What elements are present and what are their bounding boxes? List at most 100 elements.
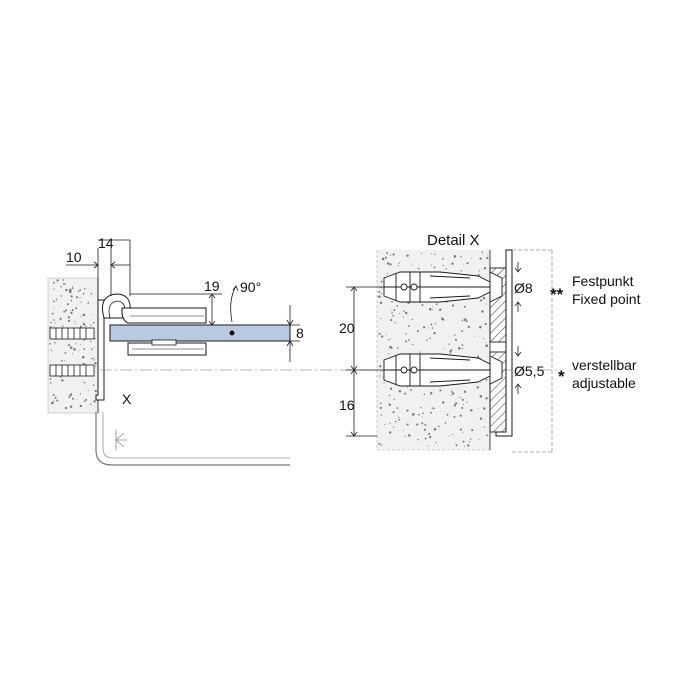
concrete-grain — [380, 287, 382, 289]
concrete-grain — [464, 445, 466, 447]
concrete-grain — [378, 333, 380, 335]
concrete-grain — [82, 321, 84, 323]
angle-label: 90° — [240, 279, 261, 295]
concrete-grain — [467, 444, 470, 447]
concrete-grain — [53, 319, 55, 321]
concrete-grain — [406, 254, 409, 257]
concrete-grain — [477, 273, 480, 277]
concrete-grain — [90, 403, 92, 405]
concrete-grain — [412, 343, 414, 346]
concrete-grain — [404, 435, 407, 438]
concrete-grain — [49, 326, 52, 329]
concrete-grain — [459, 397, 461, 399]
concrete-grain — [406, 423, 409, 426]
concrete-grain — [479, 417, 483, 420]
concrete-grain — [79, 404, 82, 408]
concrete-grain — [380, 318, 382, 320]
concrete-grain — [461, 347, 464, 350]
concrete-grain — [84, 325, 87, 327]
concrete-grain — [390, 347, 393, 349]
concrete-grain — [95, 365, 97, 367]
dimension-8 — [282, 305, 300, 362]
concrete-grain — [82, 363, 84, 365]
concrete-grain — [390, 319, 393, 322]
concrete-grain — [75, 343, 77, 345]
door-outline — [95, 412, 290, 466]
concrete-grain — [462, 440, 465, 443]
concrete-grain — [478, 270, 480, 272]
concrete-grain — [431, 253, 433, 255]
concrete-grain — [92, 384, 95, 386]
concrete-grain — [94, 337, 96, 340]
wall-concrete — [47, 277, 99, 414]
concrete-grain — [485, 342, 487, 343]
concrete-grain — [485, 397, 488, 400]
concrete-grain — [434, 323, 437, 325]
concrete-grain — [94, 362, 97, 365]
concrete-grain — [424, 437, 427, 440]
concrete-grain — [87, 389, 89, 392]
concrete-grain — [467, 325, 470, 329]
concrete-grain — [440, 308, 442, 310]
concrete-grain — [422, 326, 426, 329]
concrete-grain — [50, 382, 52, 384]
concrete-grain — [71, 287, 74, 290]
concrete-grain — [381, 335, 384, 338]
concrete-grain — [483, 407, 486, 410]
concrete-grain — [77, 350, 79, 352]
concrete-grain — [389, 431, 392, 434]
concrete-grain — [479, 326, 482, 329]
concrete-grain — [55, 298, 58, 300]
concrete-grain — [455, 444, 458, 447]
concrete-grain — [53, 307, 55, 309]
concrete-grain — [67, 316, 70, 319]
concrete-grain — [398, 418, 401, 421]
concrete-grain — [64, 406, 68, 410]
concrete-grain — [460, 270, 463, 272]
concrete-grain — [64, 351, 67, 354]
hinge-upper-plate — [121, 307, 207, 324]
concrete-grain — [53, 288, 55, 290]
concrete-grain — [459, 414, 462, 417]
concrete-grain — [399, 313, 401, 314]
concrete-grain — [60, 285, 62, 288]
concrete-grain — [391, 300, 393, 303]
concrete-grain — [412, 413, 415, 416]
concrete-grain — [73, 347, 76, 351]
adjustable-marker: * — [558, 367, 565, 386]
concrete-grain — [453, 415, 456, 418]
dim-14-label: 14 — [98, 235, 114, 251]
concrete-grain — [68, 396, 71, 399]
concrete-grain — [49, 378, 52, 380]
concrete-grain — [66, 303, 69, 306]
concrete-grain — [386, 272, 388, 275]
concrete-grain — [431, 306, 433, 308]
concrete-grain — [53, 300, 55, 303]
concrete-grain — [429, 337, 431, 340]
concrete-grain — [420, 406, 422, 409]
concrete-grain — [481, 251, 484, 254]
concrete-grain — [485, 344, 488, 347]
concrete-grain — [64, 283, 66, 285]
concrete-grain — [461, 406, 464, 410]
concrete-grain — [463, 431, 465, 433]
concrete-grain — [416, 423, 419, 426]
concrete-grain — [389, 394, 391, 397]
concrete-grain — [463, 263, 465, 265]
concrete-grain — [63, 282, 65, 285]
concrete-grain — [424, 423, 427, 426]
concrete-grain — [461, 398, 464, 401]
concrete-grain — [477, 408, 479, 410]
concrete-grain — [403, 310, 405, 312]
concrete-grain — [62, 279, 64, 281]
concrete-grain — [61, 359, 63, 362]
concrete-grain — [486, 434, 488, 437]
concrete-grain — [404, 392, 407, 395]
concrete-grain — [402, 430, 404, 432]
concrete-grain — [434, 445, 435, 447]
concrete-grain — [394, 420, 397, 423]
concrete-grain — [392, 253, 395, 256]
concrete-grain — [82, 313, 86, 317]
concrete-grain — [389, 263, 392, 266]
concrete-grain — [458, 347, 461, 350]
